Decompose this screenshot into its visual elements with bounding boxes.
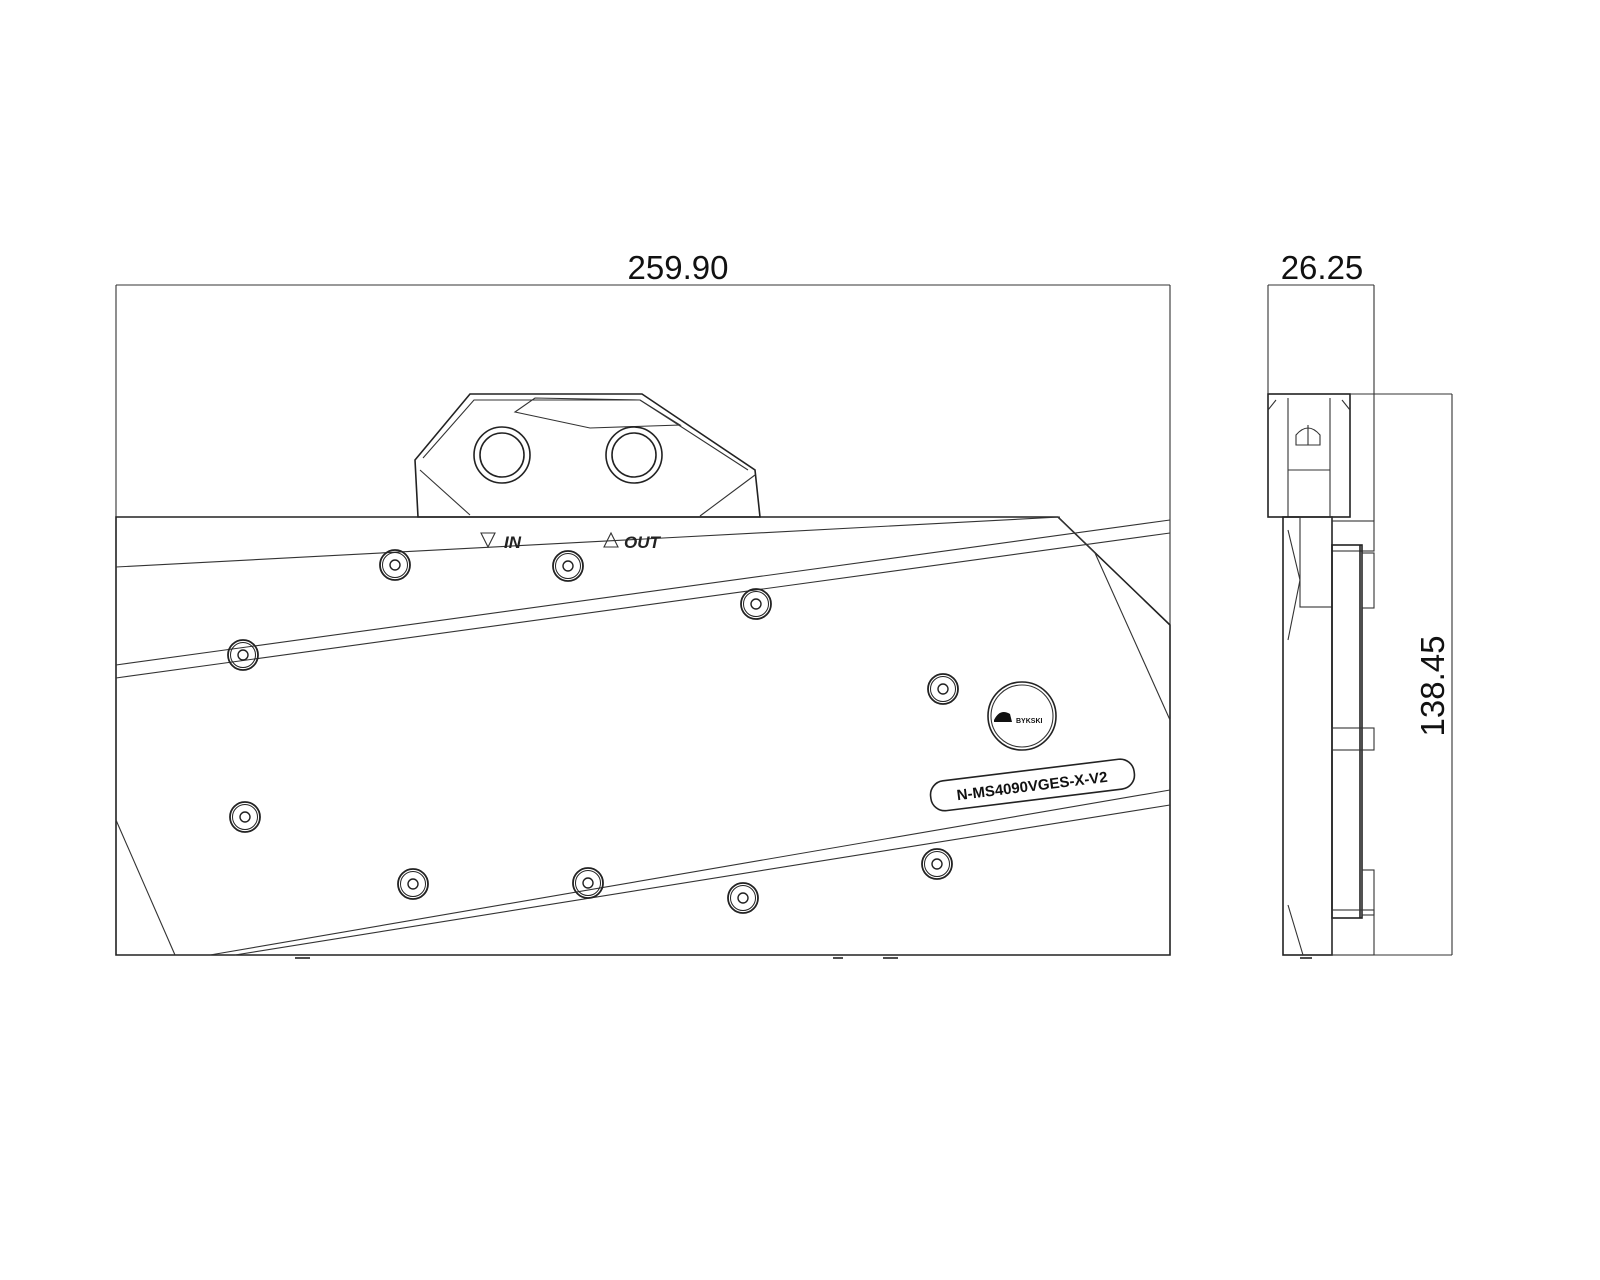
front-view-block	[115, 516, 1171, 956]
width-dimension: 259.90	[115, 249, 1171, 625]
screw-icon	[921, 848, 953, 880]
svg-text:OUT: OUT	[624, 533, 662, 552]
screw-icon	[229, 801, 261, 833]
height-dimension: 138.45	[1350, 393, 1453, 956]
model-nameplate: N-MS4090VGES-X-V2	[929, 758, 1136, 812]
thickness-dimension: 26.25	[1267, 249, 1375, 521]
screw-icon	[227, 639, 259, 671]
logo-text: BYKSKI	[1016, 718, 1043, 725]
out-label: OUT	[603, 531, 662, 552]
screw-icon	[927, 673, 959, 705]
logo-icon	[994, 712, 1012, 722]
screw-group	[227, 549, 959, 914]
screw-icon	[740, 588, 772, 620]
outlet-port	[605, 426, 663, 484]
svg-text:IN: IN	[504, 533, 522, 552]
terminal-block	[414, 393, 761, 518]
side-view-block	[1267, 393, 1375, 959]
screw-icon	[379, 549, 411, 581]
screw-icon	[397, 868, 429, 900]
screw-icon	[727, 882, 759, 914]
width-value: 259.90	[628, 249, 729, 286]
screw-icon	[552, 550, 584, 582]
model-text: N-MS4090VGES-X-V2	[956, 769, 1109, 804]
in-label: IN	[480, 532, 522, 552]
screw-icon	[572, 867, 604, 899]
down-arrow-icon	[480, 532, 496, 549]
thickness-value: 26.25	[1281, 249, 1364, 286]
up-arrow-icon	[603, 531, 619, 548]
height-value: 138.45	[1414, 636, 1451, 737]
inlet-port	[473, 426, 531, 484]
logo-badge: BYKSKI	[987, 681, 1057, 751]
